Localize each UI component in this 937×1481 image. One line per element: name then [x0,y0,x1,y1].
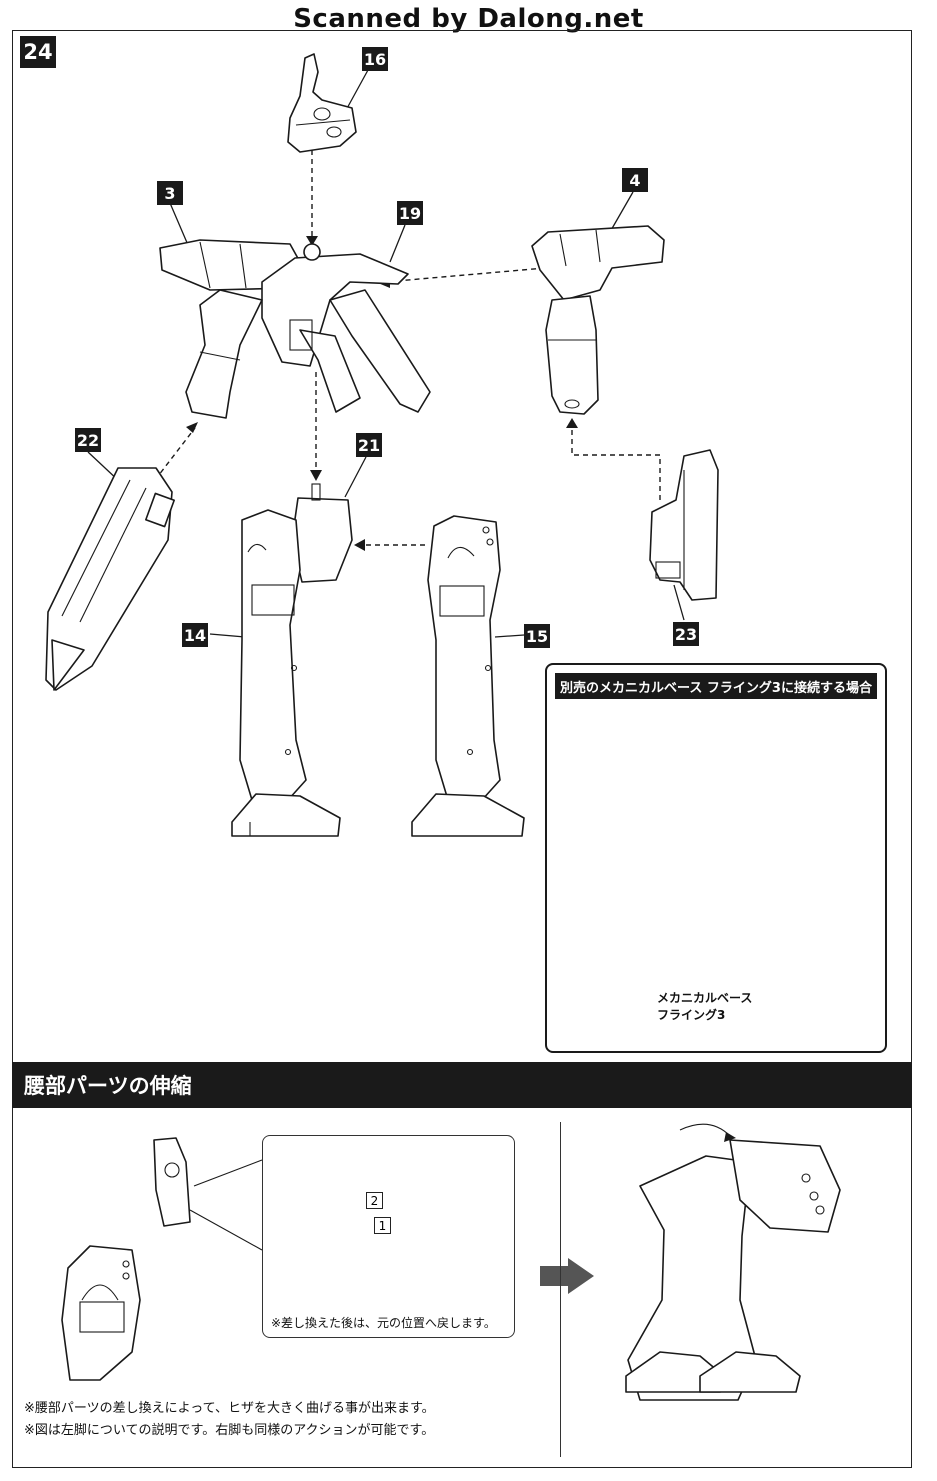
section-divider [560,1122,561,1457]
step-number-badge: 24 [20,36,56,68]
part-16-drawing [287,53,357,153]
part-label-19: 19 [397,201,423,225]
step-number-2: 2 [366,1192,383,1209]
part-22-drawing [45,467,175,691]
part-label-16: 16 [362,47,388,71]
part-label-15: 15 [524,624,550,648]
inset-title: 別売のメカニカルベース フライング3に接続する場合 [555,673,877,699]
part-23-drawing [649,449,719,601]
swap-detail-box: ※差し換えた後は、元の位置へ戻します。 [262,1135,515,1338]
part-label-22: 22 [75,428,101,452]
section-title-bar: 腰部パーツの伸縮 [12,1062,912,1108]
scan-watermark: Scanned by Dalong.net [293,4,644,34]
label-leaders [87,69,685,638]
section-notes: ※腰部パーツの差し換えによって、ヒザを大きく曲げる事が出来ます。 ※図は左脚につ… [24,1398,435,1442]
part-label-4: 4 [622,168,648,192]
flying-base-inset: 別売のメカニカルベース フライング3に接続する場合 メカニカルベース フライング… [545,663,887,1053]
part-label-23: 23 [673,622,699,646]
step-number-1: 1 [374,1217,391,1234]
part-4-drawing [531,225,665,415]
note-line: ※図は左脚についての説明です。右脚も同様のアクションが可能です。 [24,1423,435,1438]
part-3-19-hip-drawing [159,239,431,419]
swap-detail-note: ※差し換えた後は、元の位置へ戻します。 [271,1316,496,1330]
part-label-14: 14 [182,623,208,647]
note-line: ※腰部パーツの差し換えによって、ヒザを大きく曲げる事が出来ます。 [24,1401,435,1416]
part-label-21: 21 [356,433,382,457]
page-frame [12,30,912,1468]
inset-base-caption: メカニカルベース フライング3 [657,991,753,1022]
part-15-right-leg-drawing [411,515,525,837]
part-14-21-left-leg-drawing [231,483,353,837]
part-label-3: 3 [157,181,183,205]
